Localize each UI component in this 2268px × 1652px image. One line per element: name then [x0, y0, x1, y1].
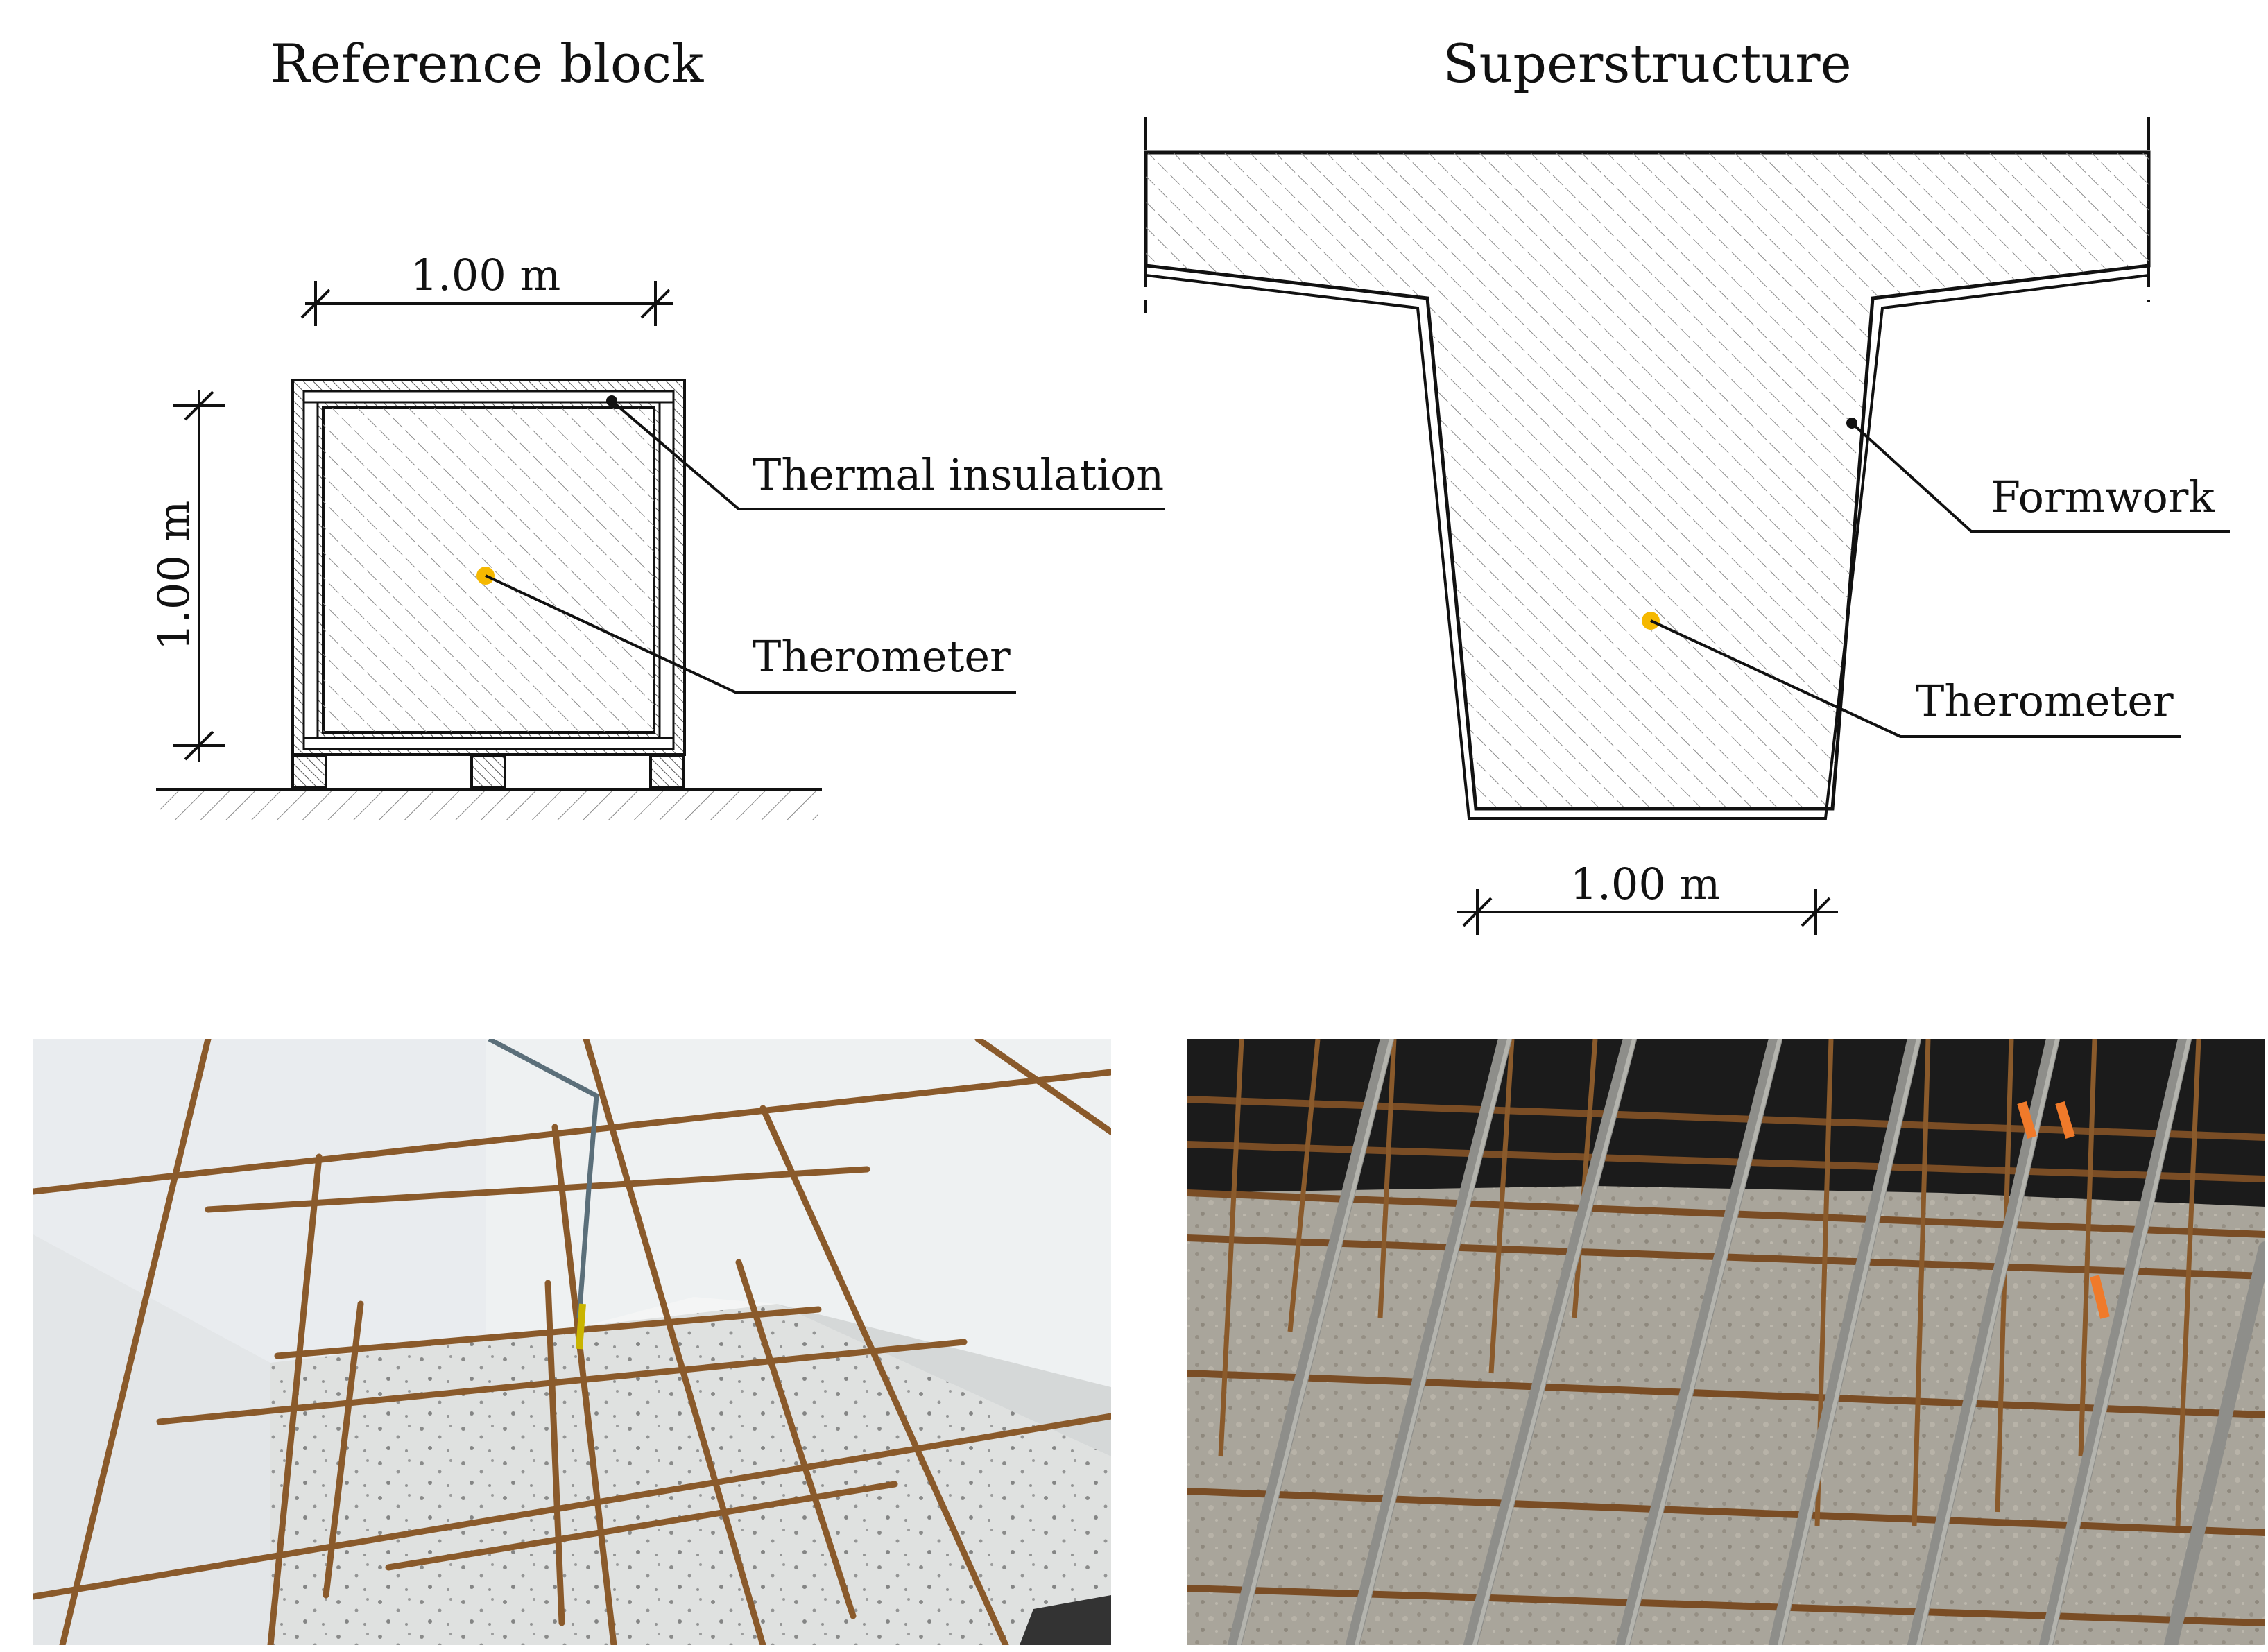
width-dimension [300, 281, 673, 326]
bottom-dimension [1457, 889, 1838, 935]
formwork-leader [1850, 422, 2230, 533]
superstructure-thermometer-leader [1650, 619, 2181, 738]
support-right [649, 755, 685, 789]
insulation-label: Thermal insulation [753, 449, 1164, 500]
reference-thermometer-leader [485, 574, 1016, 694]
bottom-dimension-label: 1.00 m [1570, 859, 1721, 909]
height-dimension-label: 1.00 m [148, 501, 199, 651]
superstructure-thermometer-label: Therometer [1916, 676, 2174, 726]
height-dimension [173, 390, 225, 762]
formwork [1145, 264, 2150, 820]
ground-hatch [160, 791, 818, 820]
insulation-leader [610, 399, 1165, 510]
reference-block-photo [33, 1039, 1111, 1645]
reference-block-title: Reference block [270, 33, 705, 94]
superstructure-photo [1187, 1039, 2265, 1645]
formwork-label: Formwork [1991, 472, 2215, 522]
support-middle [470, 755, 506, 789]
reference-block-drawing: Reference block 1.00 m 1.00 m [148, 33, 1165, 820]
width-dimension-label: 1.00 m [411, 250, 561, 300]
superstructure-title: Superstructure [1443, 33, 1851, 94]
superstructure-drawing: Superstructure Formwork Therometer 1.00 … [1144, 33, 2230, 935]
reference-thermometer-label: Therometer [753, 631, 1011, 682]
support-left [291, 755, 327, 789]
